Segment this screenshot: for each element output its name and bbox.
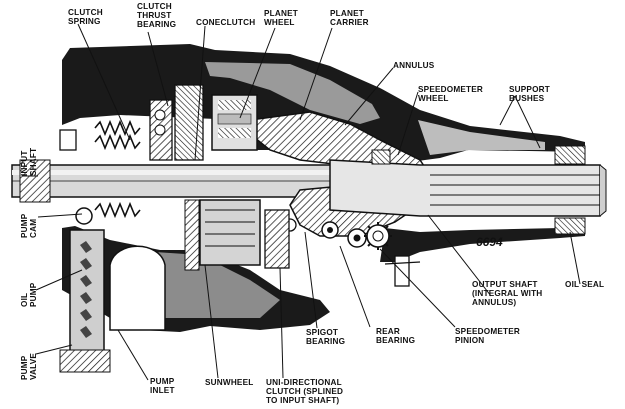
label-oil-pump-line2: PUMP — [29, 282, 38, 307]
clutch-spring — [94, 119, 141, 219]
oil-pump — [59, 207, 111, 373]
label-rear-bearing-line1: REAR — [376, 327, 400, 336]
label-pump-inlet: PUMP INLET — [150, 377, 175, 395]
uni-directional-clutch — [264, 209, 290, 269]
label-input-shaft-line2: SHAFT — [29, 147, 38, 176]
pump-inlet — [109, 245, 166, 331]
label-clutch-thrust-bearing-line2: THRUST — [137, 11, 172, 20]
label-clutch-spring: CLUTCH SPRING — [68, 8, 103, 26]
label-rear-bearing: REAR BEARING — [376, 327, 415, 345]
label-planet-carrier-line2: CARRIER — [330, 18, 369, 27]
label-planet-wheel-line2: WHEEL — [264, 18, 295, 27]
label-support-bushes-line1: SUPPORT — [509, 85, 550, 94]
label-planet-carrier-line1: PLANET — [330, 9, 364, 18]
label-speedometer-pinion-line1: SPEEDOMETER — [455, 327, 520, 336]
label-spigot-bearing-line2: BEARING — [306, 337, 346, 346]
label-oil-pump-line1: OIL — [20, 292, 29, 307]
label-spigot-bearing: SPIGOT BEARING — [306, 328, 345, 346]
label-clutch-thrust-bearing-line1: CLUTCH — [137, 2, 172, 11]
label-spigot-bearing-line1: SPIGOT — [306, 328, 339, 337]
label-speedometer-pinion-line2: PINION — [455, 336, 485, 345]
bolts — [59, 129, 421, 287]
label-planet-wheel-line1: PLANET — [264, 9, 298, 18]
label-output-shaft-line1: OUTPUT SHAFT — [472, 280, 538, 289]
planet-wheel — [199, 94, 261, 266]
label-pump-valve-line2: VALVE — [29, 352, 38, 380]
label-pump-valve-line1: PUMP — [20, 355, 29, 380]
label-oil-seal-line1: OIL SEAL — [565, 280, 605, 289]
label-planet-carrier: PLANET CARRIER — [330, 9, 369, 27]
label-output-shaft-line3: ANNULUS) — [472, 298, 517, 307]
label-clutch-thrust-bearing-line3: BEARING — [137, 20, 177, 29]
figure-number: 6694 — [476, 235, 503, 249]
label-speedometer-wheel: SPEEDOMETER WHEEL — [418, 85, 483, 103]
label-pump-inlet-line2: INLET — [150, 386, 175, 395]
label-sunwheel-line1: SUNWHEEL — [205, 378, 254, 387]
sunwheel — [184, 199, 200, 271]
label-clutch-spring-line2: SPRING — [68, 17, 101, 26]
label-uni-directional-clutch-line1: UNI-DIRECTIONAL — [266, 378, 342, 387]
label-pump-cam-line2: CAM — [29, 218, 38, 238]
label-input-shaft-line1: INPUT — [20, 150, 29, 176]
speedometer-pinion — [364, 222, 392, 250]
label-coneclutch-line1: CONECLUTCH — [196, 18, 256, 27]
label-sunwheel: SUNWHEEL — [205, 378, 253, 387]
label-input-shaft: INPUT SHAFT — [20, 148, 38, 176]
label-support-bushes: SUPPORT BUSHES — [509, 85, 550, 103]
label-planet-wheel: PLANET WHEEL — [264, 9, 298, 27]
label-uni-directional-clutch-line2: CLUTCH (SPLINED — [266, 387, 344, 396]
oil-seal — [554, 145, 586, 235]
speedometer-wheel — [371, 149, 391, 165]
label-oil-seal: OIL SEAL — [565, 280, 604, 289]
label-pump-cam-line1: PUMP — [20, 213, 29, 238]
output-shaft — [329, 159, 607, 217]
label-clutch-thrust-bearing: CLUTCH THRUST BEARING — [137, 2, 176, 29]
label-uni-directional-clutch-line3: TO INPUT SHAFT) — [266, 396, 340, 405]
label-pump-inlet-line1: PUMP — [150, 377, 175, 386]
label-clutch-spring-line1: CLUTCH — [68, 8, 103, 17]
label-uni-directional-clutch: UNI-DIRECTIONAL CLUTCH (SPLINED TO INPUT… — [266, 378, 343, 405]
cone-clutch — [149, 84, 204, 161]
label-annulus-line1: ANNULUS — [393, 61, 435, 70]
label-oil-pump: OIL PUMP — [20, 283, 38, 307]
label-pump-cam: PUMP CAM — [20, 214, 38, 238]
label-output-shaft-line2: (INTEGRAL WITH — [472, 289, 543, 298]
label-output-shaft: OUTPUT SHAFT (INTEGRAL WITH ANNULUS) — [472, 280, 542, 307]
leader-lines — [22, 23, 581, 381]
label-rear-bearing-line2: BEARING — [376, 336, 416, 345]
label-coneclutch: CONECLUTCH — [196, 18, 255, 27]
label-speedometer-pinion: SPEEDOMETER PINION — [455, 327, 520, 345]
bearings — [283, 218, 367, 248]
input-shaft — [11, 159, 343, 203]
label-support-bushes-line2: BUSHES — [509, 94, 545, 103]
label-speedometer-wheel-line1: SPEEDOMETER — [418, 85, 483, 94]
label-pump-valve: PUMP VALVE — [20, 353, 38, 380]
label-speedometer-wheel-line2: WHEEL — [418, 94, 449, 103]
label-annulus: ANNULUS — [393, 61, 434, 70]
